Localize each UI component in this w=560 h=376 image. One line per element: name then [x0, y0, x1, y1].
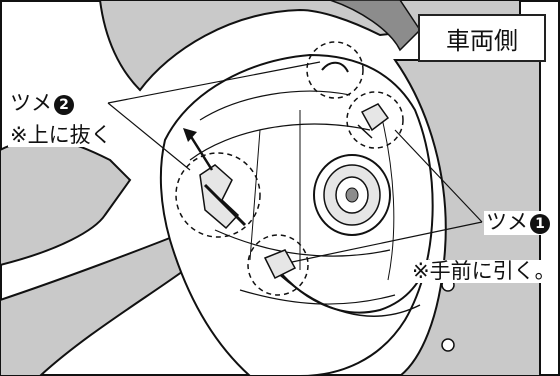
tab-circle-bottom	[247, 234, 309, 296]
tab-circle-right	[346, 91, 404, 149]
leader-tab2-left	[107, 102, 191, 171]
vehicle-side-text: 車両側	[446, 26, 518, 55]
leader-tab1-right	[394, 129, 483, 223]
up-arrow	[188, 134, 214, 171]
leader-tab2-top	[107, 61, 321, 104]
tab1-instruction-text: ※手前に引く。	[412, 259, 556, 283]
tab-circle-left	[175, 152, 261, 238]
tab2-instruction: ※上に抜く	[8, 124, 114, 147]
lamp-body	[159, 53, 434, 376]
tab-circle-top	[306, 41, 364, 99]
tab1-number-badge: 1	[530, 214, 550, 234]
tab1-instruction: ※手前に引く。	[410, 260, 558, 283]
tab2-name: ツメ	[10, 91, 52, 115]
leader-tab1-bottom	[291, 221, 483, 263]
upper-dark-part	[329, 0, 421, 52]
tab1-name: ツメ	[486, 210, 528, 234]
bulb-socket	[313, 154, 391, 236]
tab2-instruction-text: ※上に抜く	[10, 123, 112, 147]
vehicle-side-label: 車両側	[418, 14, 546, 62]
tab2-number-badge: 2	[54, 95, 74, 115]
right-column	[393, 59, 541, 376]
